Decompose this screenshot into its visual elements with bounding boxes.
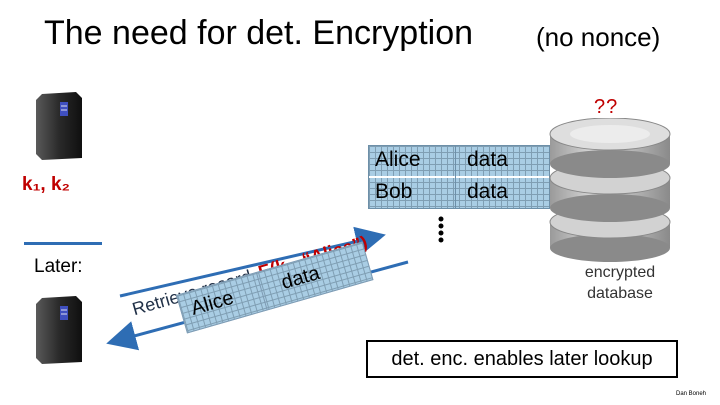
server-icon-later [36, 296, 82, 364]
database-label: encrypted database [584, 264, 656, 302]
table-row-name: Alice [375, 148, 421, 171]
table-col-divider [455, 146, 456, 208]
later-label: Later: [34, 256, 83, 277]
query-arrow [119, 226, 386, 298]
returned-divider [256, 272, 268, 310]
returned-name: Alice [188, 286, 237, 320]
ellipsis-dots [438, 216, 444, 243]
table-row-name: Bob [375, 180, 413, 203]
separator-line [24, 242, 102, 245]
table-row-divider [369, 176, 549, 178]
returned-value: data [278, 262, 323, 294]
server-icon [36, 92, 82, 160]
key-pair-label: k₁, k₂ [22, 174, 70, 195]
takeaway-note: det. enc. enables later lookup [366, 340, 678, 378]
table-row-value: data [467, 148, 508, 171]
encrypted-table: Alice data Bob data [368, 145, 550, 209]
database-icon [549, 118, 671, 262]
unknown-marker: ?? [594, 96, 619, 118]
slide-title: The need for det. Encryption [44, 14, 474, 52]
slide-subtitle: (no nonce) [536, 22, 661, 52]
table-row-value: data [467, 180, 508, 203]
author-credit: Dan Boneh [676, 391, 707, 397]
